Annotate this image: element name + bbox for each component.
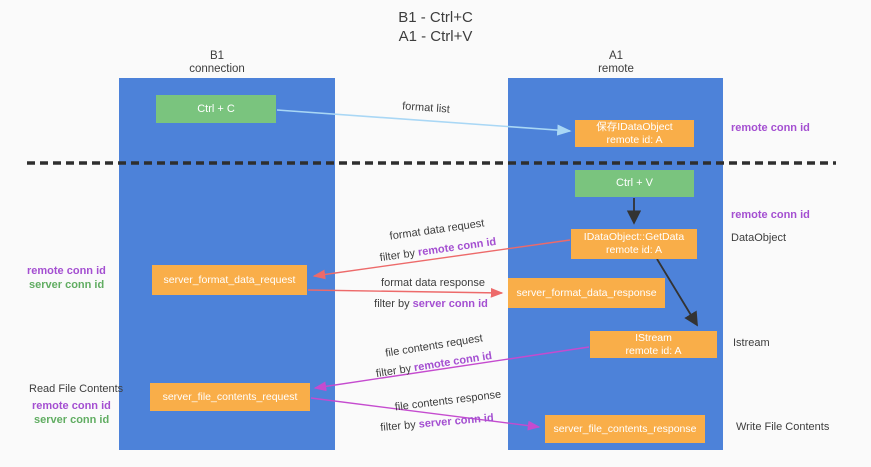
edge-label-file-contents-response: file contents response bbox=[394, 388, 502, 414]
node-save-idataobject-line2: remote id: A bbox=[606, 133, 663, 146]
label-remote-conn-id-mid-right: remote conn id bbox=[731, 209, 810, 221]
filter-by-prefix: filter by bbox=[375, 362, 416, 381]
node-server-file-contents-response: server_file_contents_response bbox=[545, 415, 705, 443]
label-remote-conn-id-top-left: remote conn id bbox=[27, 265, 106, 277]
node-istream: IStream remote id: A bbox=[590, 331, 717, 358]
edge-label-format-list: format list bbox=[401, 100, 451, 116]
node-idataobject-getdata: IDataObject::GetData remote id: A bbox=[571, 229, 697, 259]
arrow-format-data-response bbox=[307, 287, 504, 298]
label-remote-conn-id-top-right: remote conn id bbox=[731, 122, 810, 134]
remote-conn-id-keyword: remote conn id bbox=[413, 349, 493, 375]
label-server-conn-id-bottom-left: server conn id bbox=[34, 414, 110, 426]
lane-header-a1: A1 remote bbox=[508, 50, 724, 76]
title-line-1: B1 - Ctrl+C bbox=[398, 9, 473, 26]
filter-by-prefix: filter by bbox=[379, 246, 419, 265]
node-save-idataobject-line1: 保存IDataObject bbox=[596, 120, 673, 133]
label-write-file-contents: Write File Contents bbox=[736, 421, 830, 433]
label-remote-conn-id-bottom-left: remote conn id bbox=[32, 400, 111, 412]
label-read-file-contents: Read File Contents bbox=[29, 383, 124, 395]
diagram-title: B1 - Ctrl+C A1 - Ctrl+V bbox=[0, 8, 871, 46]
filter-by-prefix: filter by bbox=[374, 298, 413, 310]
node-server-file-contents-request-label: server_file_contents_request bbox=[162, 390, 298, 403]
node-server-file-contents-response-label: server_file_contents_response bbox=[553, 422, 697, 435]
filter-by-prefix: filter by bbox=[379, 418, 420, 434]
node-save-idataobject: 保存IDataObject remote id: A bbox=[575, 120, 694, 147]
lane-header-b1: B1 connection bbox=[117, 50, 317, 76]
edge-label-filter-by-server-2: filter by server conn id bbox=[380, 412, 494, 434]
lane-a1-subtitle: remote bbox=[598, 63, 634, 75]
server-conn-id-keyword: server conn id bbox=[412, 298, 488, 310]
edge-label-filter-by-server-1: filter by server conn id bbox=[374, 298, 488, 310]
lane-b1-name: B1 bbox=[209, 50, 225, 62]
node-idataobject-getdata-line1: IDataObject::GetData bbox=[583, 231, 685, 243]
node-ctrl-c-label: Ctrl + C bbox=[197, 102, 235, 115]
node-server-format-data-response: server_format_data_response bbox=[508, 278, 665, 308]
lane-a1-name: A1 bbox=[608, 50, 624, 62]
label-istream: Istream bbox=[733, 337, 770, 349]
edge-label-format-data-response: format data response bbox=[381, 277, 485, 289]
node-ctrl-v: Ctrl + V bbox=[575, 170, 694, 197]
node-server-format-data-request: server_format_data_request bbox=[152, 265, 307, 295]
node-ctrl-v-label: Ctrl + V bbox=[616, 177, 653, 189]
lane-b1-subtitle: connection bbox=[189, 63, 245, 75]
node-ctrl-c: Ctrl + C bbox=[156, 95, 276, 123]
remote-conn-id-keyword: remote conn id bbox=[417, 235, 497, 259]
node-istream-line2: remote id: A bbox=[625, 344, 682, 357]
label-server-conn-id-top-left: server conn id bbox=[29, 279, 105, 291]
label-dataobject: DataObject bbox=[731, 232, 787, 244]
node-server-format-data-response-label: server_format_data_response bbox=[516, 286, 657, 299]
server-conn-id-keyword: server conn id bbox=[418, 412, 495, 431]
title-line-2: A1 - Ctrl+V bbox=[398, 28, 473, 45]
node-idataobject-getdata-line2: remote id: A bbox=[605, 244, 663, 256]
node-istream-line1: IStream bbox=[635, 331, 672, 344]
node-server-format-data-request-label: server_format_data_request bbox=[163, 273, 296, 286]
node-server-file-contents-request: server_file_contents_request bbox=[150, 383, 310, 411]
